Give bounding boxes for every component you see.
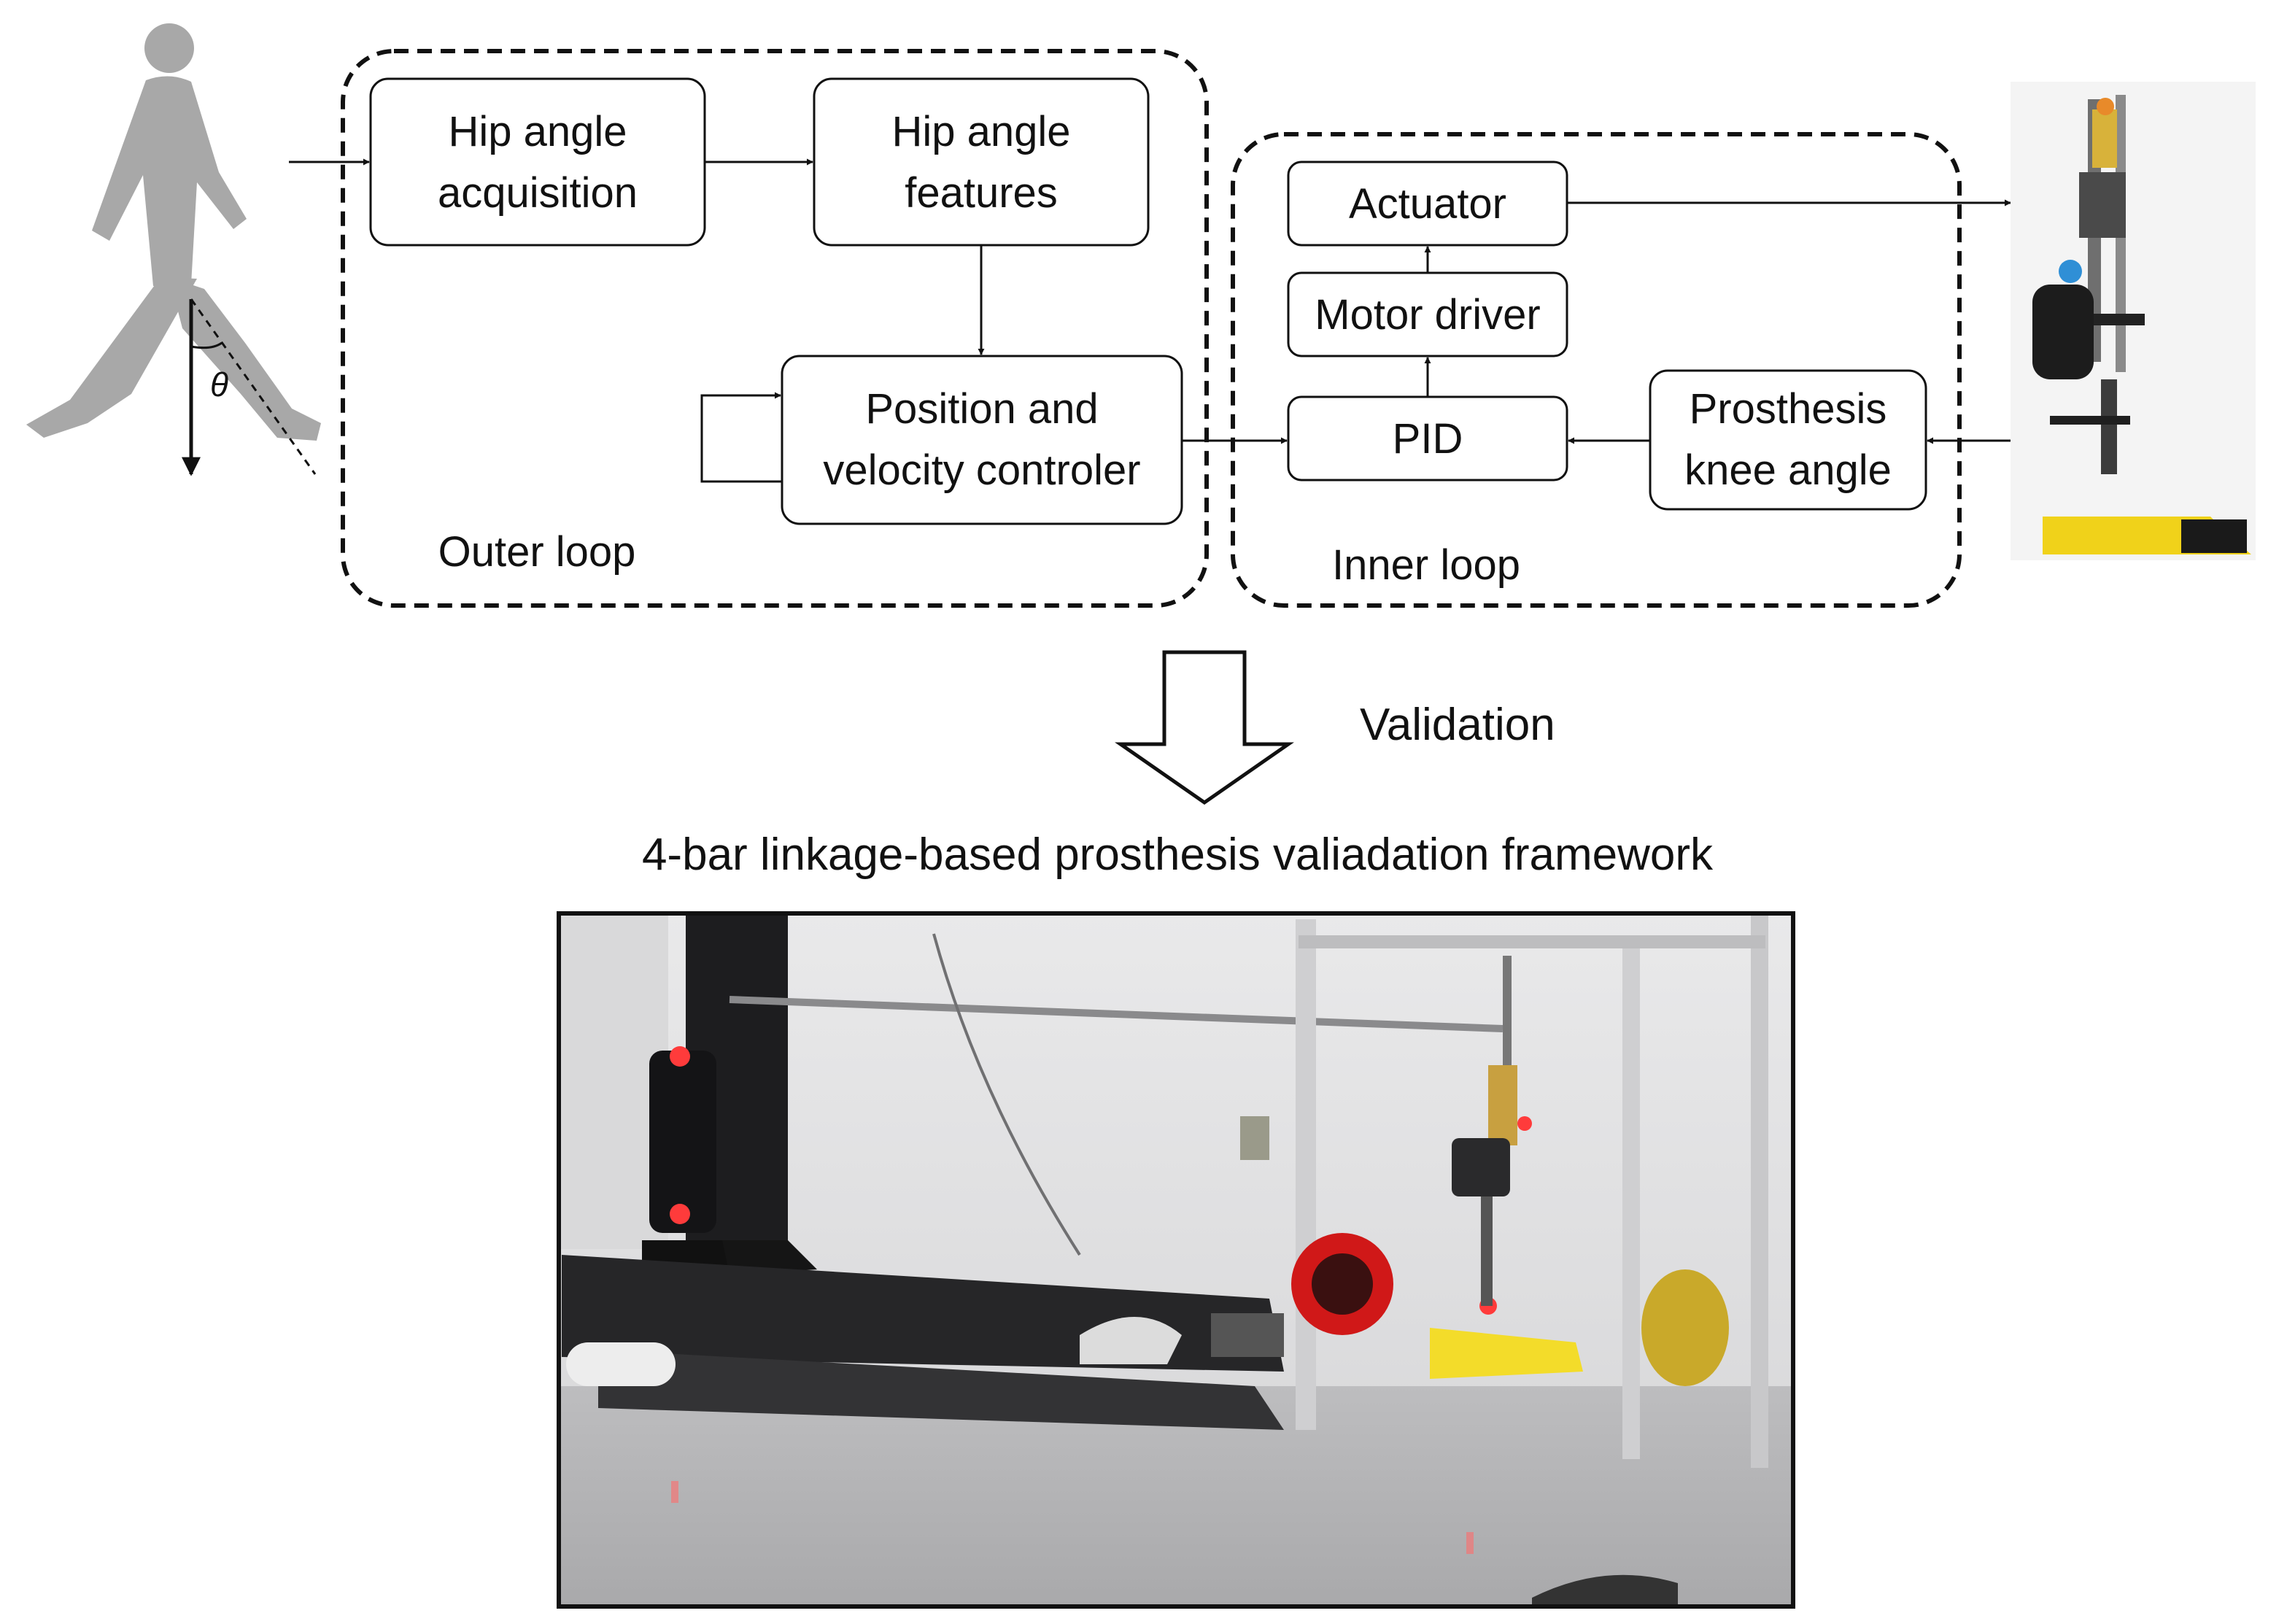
prosthesis-photo bbox=[2011, 82, 2256, 560]
block-line: PID bbox=[1393, 415, 1463, 463]
inner-loop-label: Inner loop bbox=[1332, 541, 1520, 589]
block-line: velocity controler bbox=[823, 446, 1140, 494]
hip-angle-indicator bbox=[182, 298, 317, 476]
flow-arrows bbox=[289, 158, 2013, 483]
motor-driver-block: Motor driver bbox=[1287, 271, 1568, 357]
hip-angle-acquisition-block: Hip angle acquisition bbox=[369, 77, 706, 247]
walking-person-icon bbox=[26, 23, 321, 441]
validation-label: Validation bbox=[1360, 700, 1555, 750]
block-line: Position and bbox=[865, 385, 1098, 433]
actuator-block: Actuator bbox=[1287, 161, 1568, 247]
block-line: Hip angle bbox=[891, 108, 1070, 155]
inner-loop-box bbox=[1231, 132, 1962, 608]
block-line: Motor driver bbox=[1315, 291, 1540, 339]
hip-angle-features-block: Hip angle features bbox=[813, 77, 1150, 247]
block-line: Prosthesis bbox=[1690, 385, 1887, 433]
position-velocity-controller-block: Position and velocity controler bbox=[781, 355, 1183, 525]
block-line: features bbox=[905, 169, 1058, 217]
outer-loop-label: Outer loop bbox=[438, 528, 636, 576]
prosthesis-knee-angle-block: Prosthesis knee angle bbox=[1649, 369, 1927, 511]
block-line: Hip angle bbox=[448, 108, 627, 155]
block-line: knee angle bbox=[1684, 446, 1892, 494]
framework-title: 4-bar linkage-based prosthesis valiadati… bbox=[642, 830, 1714, 880]
block-line: Actuator bbox=[1349, 180, 1506, 228]
block-line: acquisition bbox=[438, 169, 638, 217]
validation-arrow-icon bbox=[1115, 650, 1294, 805]
theta-label: θ bbox=[210, 366, 228, 403]
arrow-controller-feedback bbox=[700, 392, 782, 483]
outer-loop-box bbox=[341, 49, 1209, 608]
pid-block: PID bbox=[1287, 395, 1568, 482]
validation-lab-photo bbox=[557, 911, 1795, 1609]
